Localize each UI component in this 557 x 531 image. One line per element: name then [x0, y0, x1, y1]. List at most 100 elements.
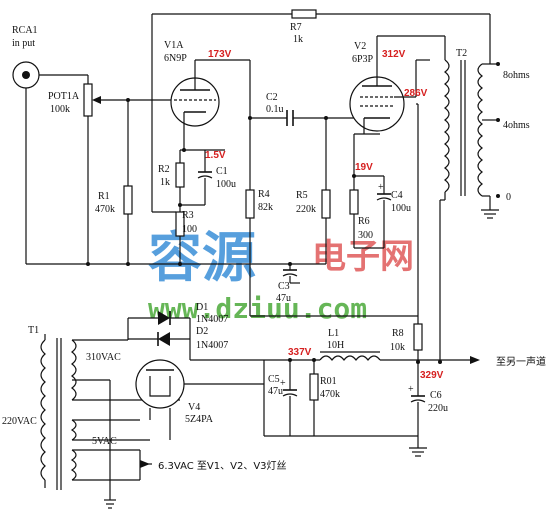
r5-value: 220k [296, 204, 316, 215]
r5-group: R5 220k [296, 118, 331, 264]
d1-type: 1N4007 [196, 314, 228, 325]
r6-value: 300 [358, 230, 373, 241]
v2-name: V2 [354, 41, 366, 52]
to-other-channel: 至另一声道 [496, 355, 546, 368]
pot-wiper-arrow [92, 96, 101, 104]
pot-value: 100k [50, 104, 70, 115]
v4-envelope [135, 359, 185, 409]
svg-text:+: + [408, 384, 414, 395]
c4-name: C4 [391, 190, 403, 201]
l1-name: L1 [328, 328, 339, 339]
t1-sec1-label: 310VAC [86, 352, 121, 363]
b-out-voltage: 329V [420, 370, 444, 381]
c2-name: C2 [266, 92, 278, 103]
t1-primary-winding [40, 339, 46, 481]
ground-bus: C3 47u [26, 103, 419, 317]
watermark: 容源 电子网 www.dziuu.com [148, 226, 414, 325]
r8-name: R8 [392, 328, 404, 339]
input-stage: RCA1 in put POT1A 100k R1 470k [12, 25, 173, 264]
rca-label: RCA1 [12, 25, 38, 36]
c6-plate-bottom [410, 399, 426, 403]
t1-6v3-winding [70, 449, 77, 481]
t1-primary-label: 220VAC [2, 416, 37, 427]
diode-pair: D1 1N4007 D2 1N4007 [127, 302, 228, 360]
filter-caps: + C5 47u R01 470k + C6 220u [264, 360, 448, 457]
r7-name: R7 [290, 22, 302, 33]
t1-sec3-label: 6.3VAC 至V1、V2、V3灯丝 [158, 460, 287, 472]
v2-type: 6P3P [352, 54, 374, 65]
r2-resistor [175, 162, 185, 188]
r1-resistor [123, 185, 133, 215]
d1-name: D1 [196, 302, 208, 313]
l1-choke [319, 355, 381, 361]
c6-value: 220u [428, 403, 448, 414]
t2-primary-winding [444, 59, 450, 193]
c4-plate-bottom [376, 197, 392, 201]
r6-name: R6 [358, 216, 370, 227]
t2-tap-0: 0 [506, 192, 511, 203]
r7-value: 1k [293, 34, 303, 45]
c1-value: 100u [216, 179, 236, 190]
c5-name: C5 [268, 374, 280, 385]
pot1a-resistor [83, 83, 93, 117]
d2-diode [158, 332, 170, 346]
r5-resistor [321, 189, 331, 219]
d1-diode [158, 311, 170, 325]
v1a-name: V1A [164, 40, 184, 51]
r8-value: 10k [390, 342, 405, 353]
r8-group: R8 10k [390, 316, 423, 362]
v1a-type: 6N9P [164, 53, 187, 64]
r01-name: R01 [320, 376, 337, 387]
t1-hv-winding [71, 339, 77, 401]
r4-name: R4 [258, 189, 270, 200]
v1a-cathode-voltage: 1.5V [205, 150, 226, 161]
v2-screen-voltage: 286V [404, 88, 428, 99]
v2-cathode-network: 19V R6 300 + C4 100u [349, 134, 411, 249]
r5-name: R5 [296, 190, 308, 201]
c5-value: 47u [268, 386, 283, 397]
r2-value: 1k [160, 177, 170, 188]
c1-name: C1 [216, 166, 228, 177]
c3-value: 47u [276, 293, 291, 304]
t2-name: T2 [456, 48, 467, 59]
r4-resistor [245, 189, 255, 219]
svg-text:+: + [280, 378, 286, 389]
l1-value: 10H [327, 340, 344, 351]
r4-group: R4 82k [245, 189, 273, 316]
r7-resistor [291, 9, 317, 19]
v4-rectifier: V4 5Z4PA [135, 359, 264, 440]
rca-sub-label: in put [12, 38, 35, 49]
b-plus-line: 337V L1 10H 至另一声道 329V [190, 328, 546, 436]
watermark-logo-cn: 容源 [148, 226, 256, 289]
v1-cathode-network: R2 1k 1.5V C1 100u R3 100 [158, 148, 236, 264]
r1-name: R1 [98, 191, 110, 202]
t1-5v-winding [70, 419, 77, 441]
v4-name: V4 [188, 402, 200, 413]
c2-coupling: C2 0.1u [266, 92, 360, 126]
svg-text:+: + [378, 182, 384, 193]
c3-name: C3 [278, 281, 290, 292]
t2-secondary-winding [477, 63, 483, 197]
pot-name: POT1A [48, 91, 80, 102]
r01-resistor [309, 373, 319, 401]
c2-value: 0.1u [266, 104, 284, 115]
power-transformer: T1 220VAC 310VAC 5VAC 6.3VAC 至V1、V2、V3灯丝 [2, 325, 287, 509]
t1-name: T1 [28, 325, 39, 336]
v1a-tube: V1A 6N9P 173V [164, 40, 232, 150]
r4-value: 82k [258, 202, 273, 213]
r3-value: 100 [182, 224, 197, 235]
v4-type: 5Z4PA [185, 414, 214, 425]
r3-name: R3 [182, 210, 194, 221]
c4-value: 100u [391, 203, 411, 214]
output-transformer: T2 8ohms 4ohms 0 [444, 48, 530, 219]
watermark-url: www.dziuu.com [148, 292, 367, 325]
d2-type: 1N4007 [196, 340, 228, 351]
r2-name: R2 [158, 164, 170, 175]
r6-resistor [349, 189, 359, 215]
c3-plate-bottom [282, 273, 298, 277]
c1-plate-bottom [197, 175, 213, 179]
feedback-network: R7 1k [151, 9, 491, 213]
t2-tap-8ohm: 8ohms [503, 70, 530, 81]
